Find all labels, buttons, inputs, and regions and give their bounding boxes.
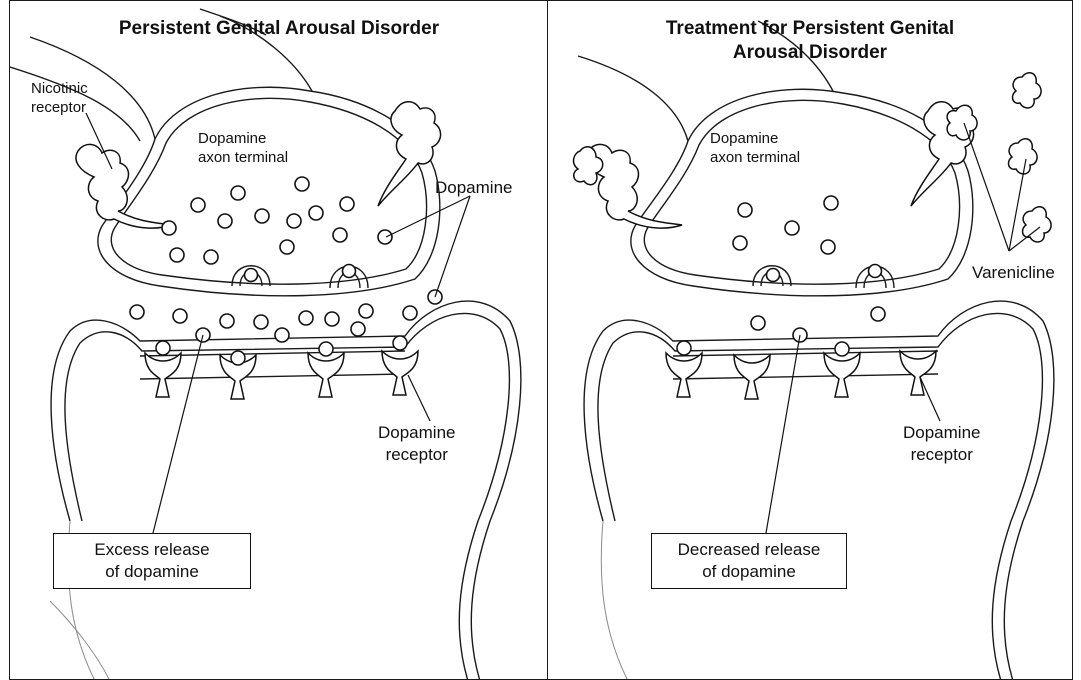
nicotinic-receptor-label: Nicotinic receptor <box>31 79 88 117</box>
varenicline-label: Varenicline <box>972 262 1055 284</box>
axon-terminal-label: Dopamine axon terminal <box>710 129 800 167</box>
panel-disorder: Persistent Genital Arousal Disorder Nico… <box>9 0 549 680</box>
dopamine-label: Dopamine <box>435 177 513 199</box>
panel-treatment: Treatment for Persistent Genital Arousal… <box>547 0 1073 680</box>
panel-title: Persistent Genital Arousal Disorder <box>10 17 548 41</box>
axon-terminal-label: Dopamine axon terminal <box>198 129 288 167</box>
dopamine-receptor-label: Dopamine receptor <box>378 422 456 466</box>
varenicline-molecules <box>574 73 1052 242</box>
callout-box: Decreased release of dopamine <box>651 533 847 589</box>
callout-box: Excess release of dopamine <box>53 533 251 589</box>
nicotinic-receptor-left <box>76 144 172 228</box>
dopamine-molecules-right <box>733 196 885 342</box>
panel-title: Treatment for Persistent Genital Arousal… <box>548 17 1072 65</box>
dopamine-receptors-left <box>145 336 418 399</box>
dopamine-receptor-label: Dopamine receptor <box>903 422 981 466</box>
dopamine-molecules-left <box>130 177 442 342</box>
